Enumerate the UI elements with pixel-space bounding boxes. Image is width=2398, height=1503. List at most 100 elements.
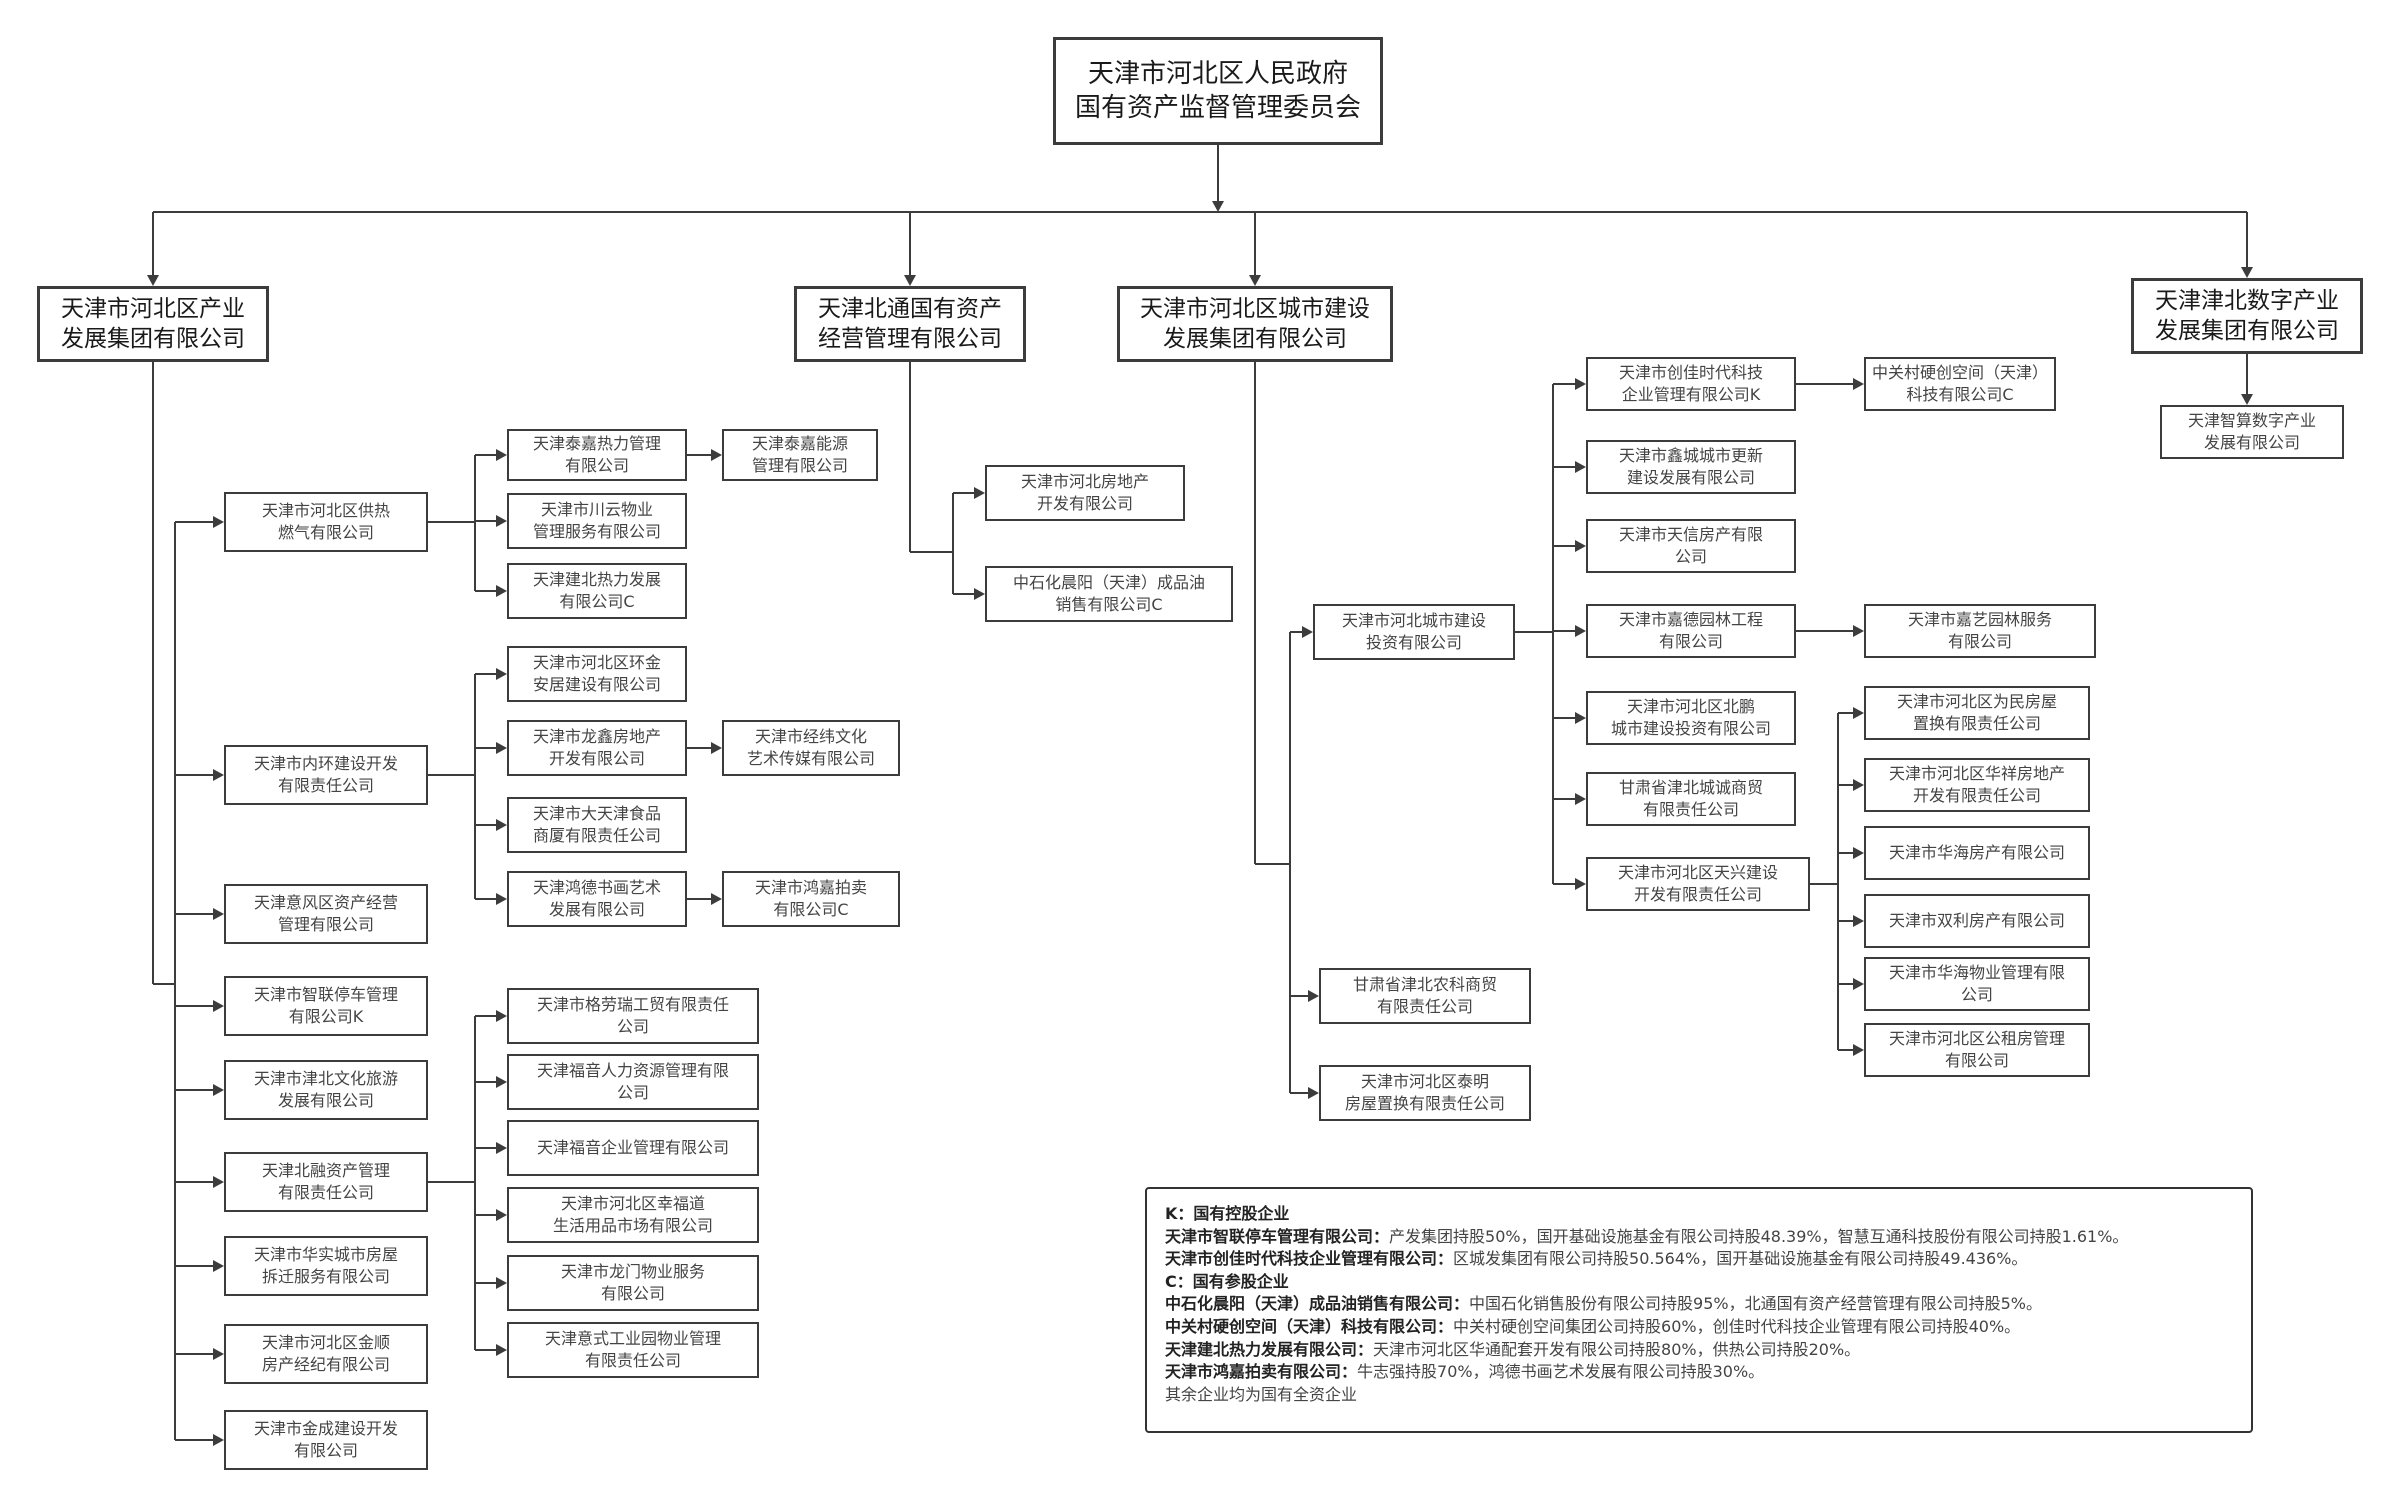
arrow-head bbox=[496, 1344, 507, 1356]
node-line: 安居建设有限公司 bbox=[532, 675, 661, 694]
node-line: 天津市川云物业 bbox=[540, 500, 653, 519]
node-line: 天津市河北区供热 bbox=[261, 501, 390, 520]
node-line: 天津市华海房产有限公司 bbox=[1888, 843, 2065, 862]
node-line: 有限公司 bbox=[564, 456, 629, 475]
arrow-head bbox=[1575, 712, 1586, 724]
legend-text: 中关村硬创空间集团公司持股60%，创佳时代科技企业管理有限公司持股40%。 bbox=[1453, 1316, 2021, 1336]
node-line: 管理有限公司 bbox=[277, 915, 374, 934]
group-node-urban-construction: 天津市河北区城市建设 发展集团有限公司 bbox=[1117, 286, 1393, 362]
arrow-head bbox=[496, 1076, 507, 1088]
node-line: 房屋置换有限责任公司 bbox=[1344, 1094, 1505, 1113]
node-line: 天津智算数字产业 bbox=[2187, 411, 2316, 430]
company-node: 天津市河北区天兴建设开发有限责任公司 bbox=[1586, 857, 1810, 911]
node-line: 天津市河北区环金 bbox=[532, 653, 661, 672]
legend-text: 其余企业均为国有全资企业 bbox=[1165, 1384, 1358, 1404]
company-node: 天津市河北区环金安居建设有限公司 bbox=[507, 646, 687, 702]
arrow-head bbox=[213, 1260, 224, 1272]
legend-line: 中关村硬创空间（天津）科技有限公司：中关村硬创空间集团公司持股60%，创佳时代科… bbox=[1165, 1316, 2233, 1339]
node-line: 天津市鸿嘉拍卖 bbox=[754, 878, 867, 897]
company-node: 天津市华海房产有限公司 bbox=[1864, 826, 2090, 880]
node-line: 发展集团有限公司 bbox=[2155, 318, 2339, 344]
legend-key: 中关村硬创空间（天津）科技有限公司： bbox=[1165, 1316, 1454, 1336]
node-line: 公司 bbox=[1960, 985, 1993, 1004]
node-line: 天津北融资产管理 bbox=[261, 1161, 390, 1180]
node-line: 天津市双利房产有限公司 bbox=[1888, 911, 2065, 930]
root-node: 天津市河北区人民政府 国有资产监督管理委员会 bbox=[1053, 37, 1383, 145]
company-node: 天津福音人力资源管理有限公司 bbox=[507, 1054, 759, 1110]
arrow-head bbox=[496, 1142, 507, 1154]
arrow-head bbox=[496, 1209, 507, 1221]
arrow-head bbox=[496, 449, 507, 461]
arrow-head bbox=[213, 769, 224, 781]
node-line: 销售有限公司C bbox=[1055, 595, 1163, 614]
company-node: 天津市河北区北鹏城市建设投资有限公司 bbox=[1586, 691, 1796, 745]
company-node: 天津市大天津食品商厦有限责任公司 bbox=[507, 797, 687, 853]
company-node: 天津市津北文化旅游发展有限公司 bbox=[224, 1060, 428, 1120]
arrow-head bbox=[1853, 978, 1864, 990]
arrow-head bbox=[1308, 1087, 1319, 1099]
node-line: 天津市嘉德园林工程 bbox=[1618, 610, 1763, 629]
legend-text: 产发集团持股50%，国开基础设施基金有限公司持股48.39%，智慧互通科技股份有… bbox=[1389, 1226, 2129, 1246]
legend-key: K：国有控股企业 bbox=[1165, 1204, 1290, 1223]
node-line: 有限责任公司 bbox=[1642, 800, 1739, 819]
arrow-head bbox=[213, 1084, 224, 1096]
arrow-head bbox=[213, 1000, 224, 1012]
node-line: 天津市智联停车管理 bbox=[253, 985, 398, 1004]
legend-key: C：国有参股企业 bbox=[1165, 1271, 1289, 1291]
arrow-head bbox=[1853, 1044, 1864, 1056]
node-line: 投资有限公司 bbox=[1365, 633, 1462, 652]
company-node: 天津市内环建设开发有限责任公司 bbox=[224, 745, 428, 805]
node-line: 开发有限责任公司 bbox=[1912, 786, 2041, 805]
company-node: 天津市河北区泰明房屋置换有限责任公司 bbox=[1319, 1065, 1531, 1121]
company-node: 天津鸿德书画艺术发展有限公司 bbox=[507, 871, 687, 927]
arrow-head bbox=[1302, 626, 1313, 638]
company-node: 天津市川云物业管理服务有限公司 bbox=[507, 493, 687, 549]
node-line: 甘肃省津北农科商贸 bbox=[1352, 975, 1497, 994]
node-line: 燃气有限公司 bbox=[277, 523, 374, 542]
node-line: 天津市河北区金顺 bbox=[261, 1333, 390, 1352]
company-node: 天津市鸿嘉拍卖有限公司C bbox=[722, 871, 900, 927]
company-node: 天津市格劳瑞工贸有限责任公司 bbox=[507, 988, 759, 1044]
node-line: 天津北通国有资产 bbox=[818, 296, 1002, 322]
node-line: 天津市内环建设开发 bbox=[253, 754, 398, 773]
legend-text: 牛志强持股70%，鸿德书画艺术发展有限公司持股30%。 bbox=[1357, 1362, 1765, 1382]
arrow-head bbox=[1212, 201, 1224, 212]
arrow-head bbox=[1853, 378, 1864, 390]
arrow-head bbox=[1853, 847, 1864, 859]
node-line: 天津津北数字产业 bbox=[2155, 288, 2339, 314]
arrow-head bbox=[496, 742, 507, 754]
company-node: 天津泰嘉热力管理有限公司 bbox=[507, 429, 687, 481]
arrow-head bbox=[496, 1010, 507, 1022]
arrow-head bbox=[496, 819, 507, 831]
arrow-head bbox=[711, 449, 722, 461]
company-node: 天津市河北城市建设投资有限公司 bbox=[1313, 604, 1515, 660]
node-line: 生活用品市场有限公司 bbox=[552, 1216, 713, 1235]
legend-key: 天津市鸿嘉拍卖有限公司： bbox=[1165, 1362, 1358, 1382]
company-node: 天津市金成建设开发有限公司 bbox=[224, 1410, 428, 1470]
node-line: 有限公司C bbox=[773, 900, 849, 919]
company-node: 天津市河北区供热燃气有限公司 bbox=[224, 492, 428, 552]
arrow-head bbox=[213, 516, 224, 528]
arrow-head bbox=[1853, 625, 1864, 637]
node-line: 城市建设投资有限公司 bbox=[1610, 719, 1771, 738]
node-line: 国有资产监督管理委员会 bbox=[1074, 93, 1361, 123]
company-node: 天津市创佳时代科技企业管理有限公司K bbox=[1586, 357, 1796, 411]
company-node: 天津市龙门物业服务有限公司 bbox=[507, 1255, 759, 1311]
company-node: 天津市嘉艺园林服务有限公司 bbox=[1864, 604, 2096, 658]
node-line: 天津市格劳瑞工贸有限责任 bbox=[536, 995, 729, 1014]
arrow-head bbox=[496, 515, 507, 527]
arrow-head bbox=[496, 668, 507, 680]
legend-text: 天津市河北区华通配套开发有限公司持股80%，供热公司持股20%。 bbox=[1373, 1339, 1861, 1359]
node-line: 公司 bbox=[616, 1017, 649, 1036]
arrow-head bbox=[1308, 990, 1319, 1002]
legend-key: 中石化晨阳（天津）成品油销售有限公司： bbox=[1165, 1294, 1470, 1314]
legend-line: 天津市创佳时代科技企业管理有限公司：区城发集团有限公司持股50.564%，国开基… bbox=[1165, 1248, 2233, 1271]
arrow-head bbox=[213, 1348, 224, 1360]
node-line: 有限公司 bbox=[1947, 632, 2012, 651]
company-node: 天津市河北区幸福道生活用品市场有限公司 bbox=[507, 1187, 759, 1243]
node-line: 发展有限公司 bbox=[277, 1091, 374, 1110]
company-node: 天津市鑫城城市更新建设发展有限公司 bbox=[1586, 440, 1796, 494]
node-line: 天津市龙鑫房地产 bbox=[532, 727, 661, 746]
legend-key: 天津市智联停车管理有限公司： bbox=[1165, 1226, 1390, 1246]
node-line: 建设发展有限公司 bbox=[1626, 468, 1755, 487]
